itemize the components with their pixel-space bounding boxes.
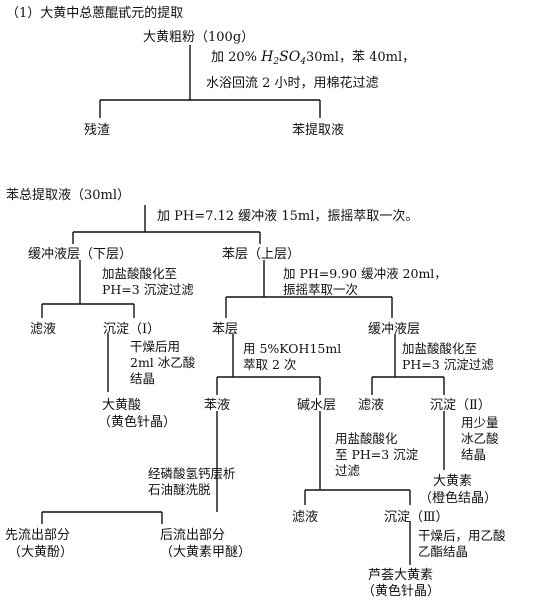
step1-prefix: 加 20% xyxy=(211,50,258,65)
extract-label: 苯提取液 xyxy=(292,123,345,138)
filtrate-1: 滤液 xyxy=(30,322,57,337)
buffer-lower-layer: 缓冲液层（下层） xyxy=(28,247,133,262)
step1-line2: 水浴回流 2 小时，用棉花过滤 xyxy=(206,76,379,91)
acidify-step-1: 加盐酸酸化至 PH=3 沉淀过滤 xyxy=(102,266,194,297)
precipitate-2-treatment: 用少量 冰乙酸 结晶 xyxy=(461,415,499,462)
benzene-total-extract: 苯总提取液（30ml） xyxy=(6,188,131,203)
product-rhein-desc: （黄色针晶） xyxy=(98,415,177,430)
precipitate-1: 沉淀（Ⅰ） xyxy=(103,322,161,337)
benzene-solution: 苯液 xyxy=(204,398,231,413)
product-rhein: 大黄酸 xyxy=(102,398,142,413)
step1-line1: 加 20% H2SO430ml，苯 40ml， xyxy=(211,50,415,70)
alkaline-water-layer: 碱水层 xyxy=(297,398,337,413)
residue-label: 残渣 xyxy=(84,123,111,138)
acidify-step-2: 加盐酸酸化至 PH=3 沉淀过滤 xyxy=(402,341,494,372)
benzene-layer-2: 苯层 xyxy=(212,322,239,337)
start-material: 大黄粗粉（100g） xyxy=(143,30,255,45)
step1-suffix: 30ml，苯 40ml， xyxy=(305,50,416,65)
physcion-label: （大黄素甲醚） xyxy=(160,545,252,560)
product-aloe-emodin: 芦荟大黄素 xyxy=(368,568,434,583)
precipitate-1-treatment: 干燥后用 2ml 冰乙酸 结晶 xyxy=(130,339,196,386)
benzene-upper-layer: 苯层（上层） xyxy=(222,247,301,262)
precipitate-2: 沉淀（Ⅱ） xyxy=(430,398,491,413)
acidify-step-3: 用盐酸酸化 至 PH=3 沉淀 过滤 xyxy=(335,431,419,478)
column-chromatography-step: 经磷酸氢钙层析 石油醚洗脱 xyxy=(148,466,236,497)
chrysophanol-label: （大黄酚） xyxy=(8,545,74,560)
precipitate-3: 沉淀（Ⅲ） xyxy=(384,510,449,525)
koh-extract-step: 用 5%KOH15ml 萃取 2 次 xyxy=(243,341,342,372)
product-emodin-desc: （橙色结晶） xyxy=(419,491,498,506)
sulfuric-acid-formula: H2SO4 xyxy=(261,49,306,68)
step-buffer-7-12: 加 PH=7.12 缓冲液 15ml，振摇萃取一次。 xyxy=(157,209,419,224)
first-eluted-fraction: 先流出部分 xyxy=(5,528,71,543)
precipitate-3-treatment: 干燥后，用乙酸 乙酯结晶 xyxy=(418,528,506,559)
filtrate-3: 滤液 xyxy=(292,510,319,525)
step-buffer-9-90: 加 PH=9.90 缓冲液 20ml， 振摇萃取一次 xyxy=(283,266,447,297)
product-emodin: 大黄素 xyxy=(433,474,473,489)
later-eluted-fraction: 后流出部分 xyxy=(160,528,226,543)
buffer-layer-2: 缓冲液层 xyxy=(368,322,421,337)
filtrate-2: 滤液 xyxy=(358,398,385,413)
part1-heading: （1）大黄中总蒽醌甙元的提取 xyxy=(6,6,184,21)
product-aloe-emodin-desc: （黄色针晶） xyxy=(362,584,441,599)
